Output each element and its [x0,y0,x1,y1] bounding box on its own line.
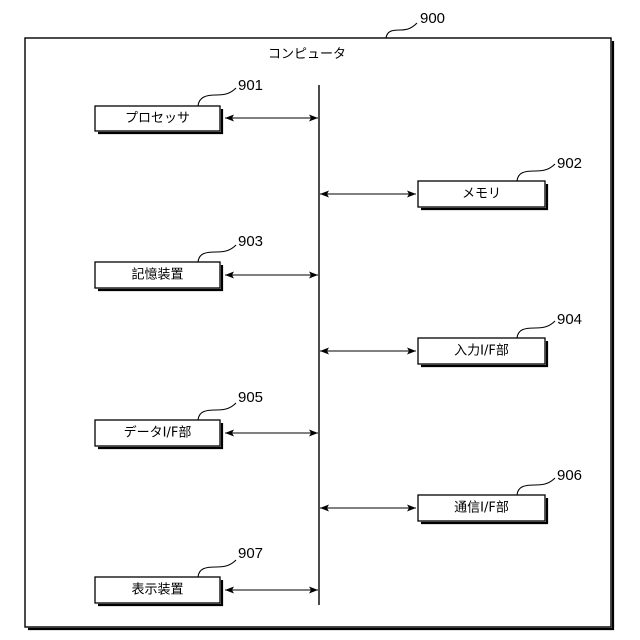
computer-ref-number: 900 [420,10,445,27]
storage-device-ref-number: 903 [238,233,263,250]
storage-device-label: 記憶装置 [131,267,183,283]
input-interface-ref-number: 904 [557,311,582,328]
component-display-device: 表示装置 907 [95,545,318,605]
component-processor: プロセッサ 901 [95,77,318,133]
component-memory: メモリ 902 [320,155,582,209]
memory-label: メモリ [462,187,501,202]
processor-ref-number: 901 [238,77,263,94]
communication-interface-label: 通信I/F部 [454,501,509,516]
display-device-ref-number: 907 [238,545,263,562]
memory-ref-number: 902 [557,155,582,172]
data-interface-ref-number: 905 [238,389,263,406]
display-device-label: 表示装置 [131,583,183,598]
component-storage-device: 記憶装置 903 [95,233,318,290]
processor-ref-leader [198,88,236,106]
storage-device-ref-leader [198,245,236,262]
communication-interface-ref-number: 906 [557,467,582,484]
data-interface-ref-leader [198,403,236,420]
input-interface-label: 入力I/F部 [454,344,509,359]
communication-interface-ref-leader [517,478,555,495]
processor-label: プロセッサ [125,111,190,126]
input-interface-ref-leader [517,321,555,338]
component-data-interface: データI/F部 905 [95,389,318,448]
memory-ref-leader [517,164,555,181]
component-input-interface: 入力I/F部 904 [320,311,582,366]
component-communication-interface: 通信I/F部 906 [320,467,582,523]
computer-title: コンピュータ [268,47,346,62]
data-interface-label: データI/F部 [124,425,192,441]
computer-ref-leader [386,23,417,38]
display-device-ref-leader [198,560,236,577]
